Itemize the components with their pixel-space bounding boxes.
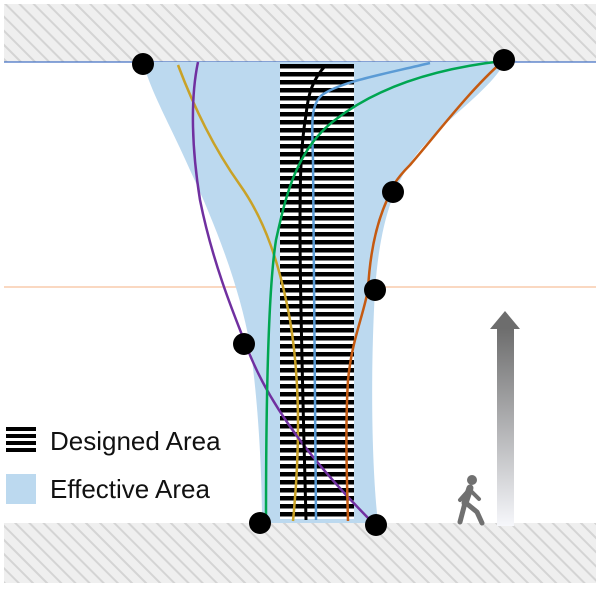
path-purple [191,61,377,527]
node-top-left [132,53,154,75]
walking-person-icon [457,475,485,526]
path-black [298,63,328,521]
legend: Designed Area Effective Area [6,426,221,504]
up-arrow-icon [490,311,520,526]
node-left-mid [233,333,255,355]
node-bottom-right [365,514,387,536]
legend-designed-swatch [6,427,36,452]
legend-effective-swatch [6,474,36,504]
node-right-upper [382,181,404,203]
bottom-wall [4,523,596,583]
node-top-right [493,49,515,71]
path-orange [345,60,504,522]
path-blue [310,61,431,521]
path-green [264,59,504,521]
legend-effective-label: Effective Area [50,474,210,504]
node-right-mid [364,279,386,301]
designed-area-region [280,64,354,519]
node-bottom-left [249,512,271,534]
path-gold [176,64,300,522]
legend-designed-label: Designed Area [50,426,221,456]
